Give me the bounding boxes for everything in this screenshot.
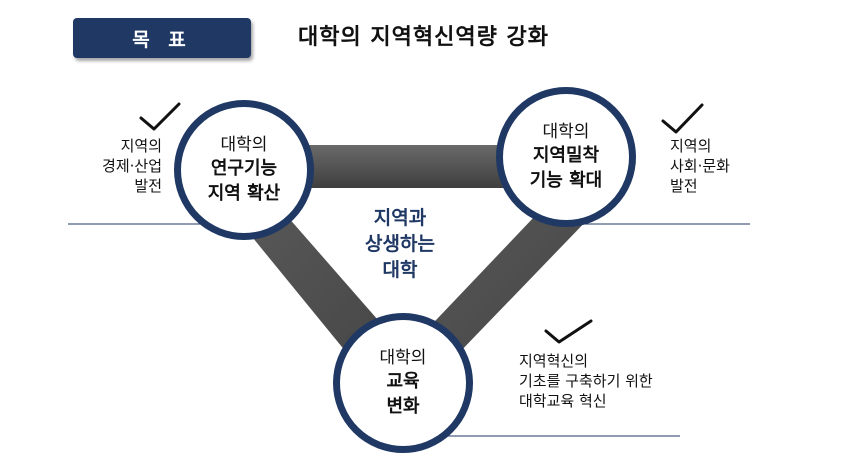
node-community: 대학의 지역밀착 기능 확대	[496, 87, 636, 227]
node-research: 대학의 연구기능 지역 확산	[174, 100, 314, 240]
band-top	[244, 145, 566, 188]
node-community-main: 지역밀착 기능 확대	[529, 145, 603, 191]
check-icon	[544, 319, 593, 344]
check-icon	[661, 103, 704, 134]
node-education-pre: 대학의	[379, 348, 427, 368]
node-research-main: 연구기능 지역 확산	[207, 158, 281, 204]
check-icon	[139, 102, 181, 131]
center-label: 지역과 상생하는 대학	[365, 207, 435, 281]
outcome-right: 지역의 사회·문화 발전	[670, 137, 730, 195]
goal-title: 대학의 지역혁신역량 강화	[298, 25, 549, 50]
node-education: 대학의 교육 변화	[333, 313, 473, 453]
node-education-main: 교육 변화	[386, 371, 420, 417]
outcome-bottom: 지역혁신의 기초를 구축하기 위한 대학교육 혁신	[519, 352, 653, 410]
outcome-left: 지역의 경제·산업 발전	[102, 137, 162, 195]
goal-badge-label: 목 표	[132, 28, 192, 51]
node-research-pre: 대학의	[220, 135, 268, 155]
goal-badge: 목 표	[73, 18, 251, 58]
node-community-pre: 대학의	[542, 122, 590, 142]
